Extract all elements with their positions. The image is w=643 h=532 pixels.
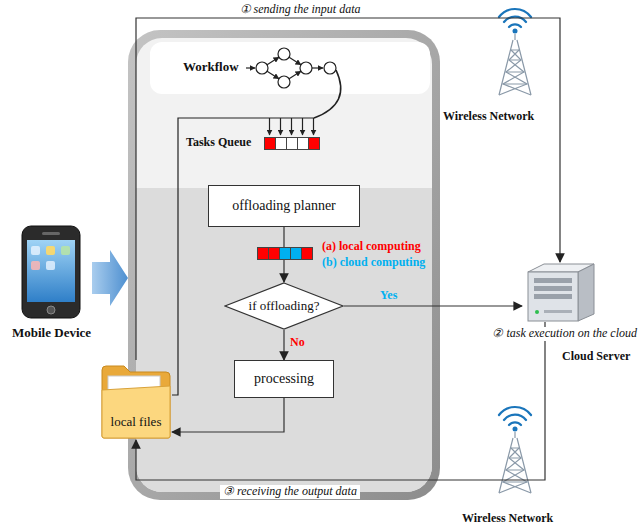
node-text: offloading planner <box>232 198 336 214</box>
process-box: offloading planner <box>208 185 360 227</box>
edge-label: Yes <box>380 289 397 303</box>
mobile-phone <box>22 226 80 318</box>
network-label: Wireless Network <box>462 512 553 526</box>
node-text: processing <box>254 371 314 387</box>
wireless-tower <box>499 9 531 95</box>
decision-diamond: if offloading? <box>224 282 344 330</box>
workflow-band <box>150 42 430 94</box>
queue-cell <box>301 247 313 260</box>
flow-arrow <box>136 18 560 360</box>
flow-arrow <box>172 398 284 432</box>
device-arrow <box>92 250 128 306</box>
panel-lower <box>136 188 432 492</box>
node-text: if offloading? <box>249 299 320 314</box>
workflow-graph <box>246 48 341 118</box>
edge-label: ③ receiving the output data <box>220 485 360 499</box>
cloud-server: Cloud Server <box>522 262 598 322</box>
panel-frame <box>128 30 440 500</box>
folder-store: local files <box>100 360 172 440</box>
device-label: Mobile Device <box>12 326 91 341</box>
legend-text: (b) cloud computing <box>322 256 425 270</box>
queue-cell <box>308 137 320 150</box>
server-icon <box>522 262 598 322</box>
queue-feed <box>172 118 314 395</box>
flow-arrow <box>283 330 284 360</box>
step-label: ② task execution on the cloud <box>490 327 639 341</box>
edge-label: No <box>290 336 305 350</box>
flow-arrow <box>136 322 545 480</box>
node-text: Cloud Server <box>562 350 630 364</box>
edge-label: ① sending the input data <box>237 3 364 17</box>
node-text: local files <box>111 415 162 430</box>
workflow-label: Workflow <box>183 60 239 75</box>
legend-text: (a) local computing <box>322 240 421 254</box>
device-panel <box>128 30 440 500</box>
flow-arrow <box>344 305 522 306</box>
panel-face <box>136 38 432 492</box>
queue-label: Tasks Queue <box>186 136 251 150</box>
process-box: processing <box>234 360 334 398</box>
network-label: Wireless Network <box>443 110 534 124</box>
